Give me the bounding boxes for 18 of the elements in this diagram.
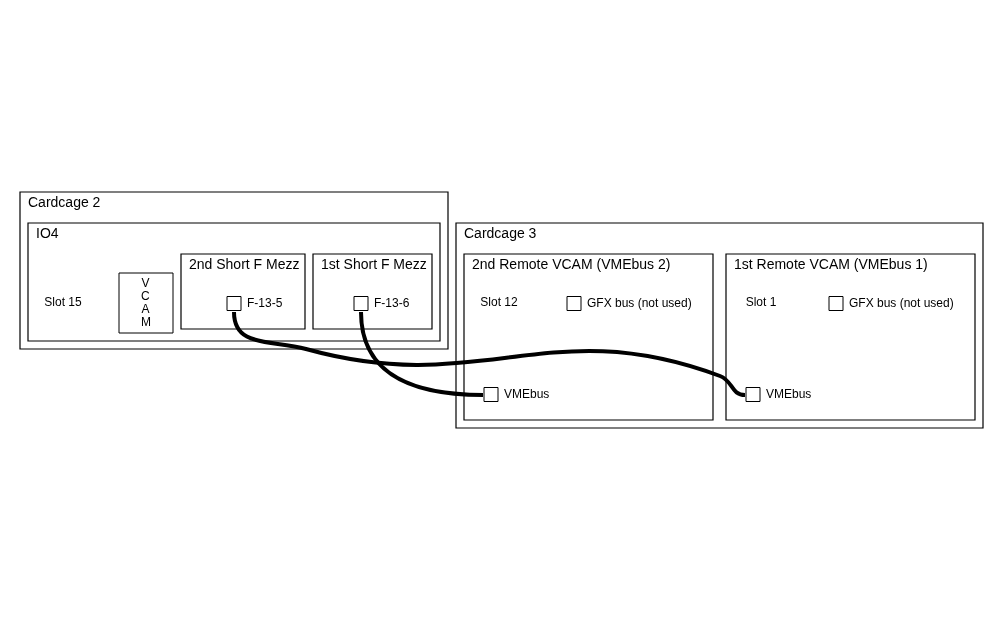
connector [359, 311, 484, 397]
node-label: Slot 1 [745, 295, 777, 310]
node-label: Slot 15 [44, 295, 82, 310]
node-label: F-13-6 [374, 295, 410, 310]
node-label: VMEbus [504, 386, 550, 401]
node-box [566, 296, 582, 311]
node-label: GFX bus (not used) [587, 295, 692, 310]
node-label: Slot 12 [480, 295, 518, 310]
node-box [353, 296, 369, 311]
node-label: GFX bus (not used) [849, 295, 954, 310]
node-box [226, 296, 242, 311]
connector [232, 311, 746, 397]
node-label: F-13-5 [247, 295, 283, 310]
node-label: VMEbus [766, 386, 812, 401]
node-box [828, 296, 844, 311]
node-box: V C A M [118, 272, 174, 334]
node-box [483, 387, 499, 402]
node-box [745, 387, 761, 402]
